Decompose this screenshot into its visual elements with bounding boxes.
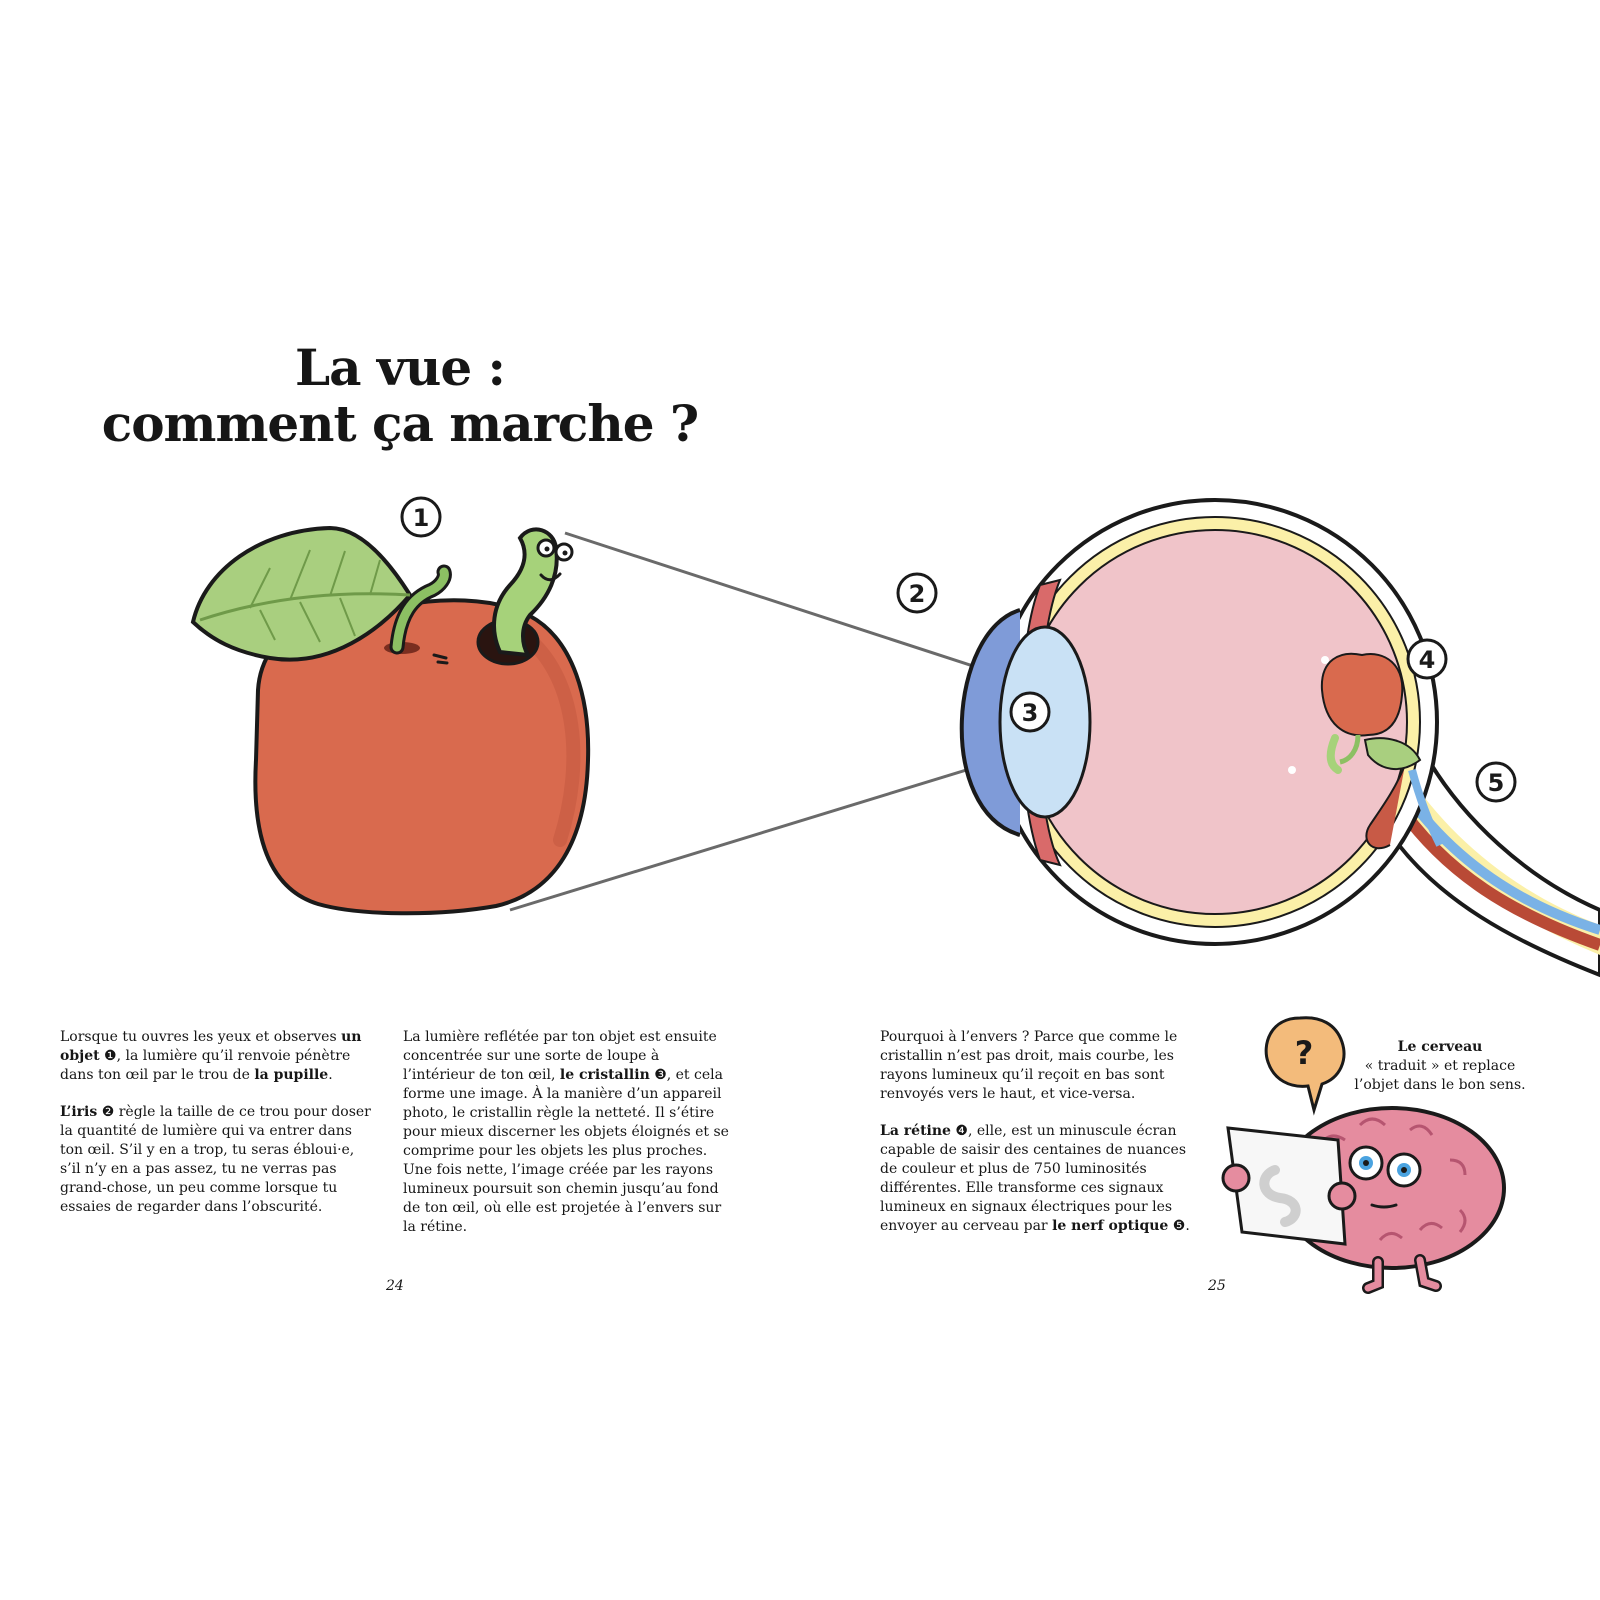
svg-text:4: 4: [1419, 646, 1436, 674]
text-column-2: La lumière reflétée par ton objet est en…: [403, 1028, 733, 1255]
callout-1: 1: [400, 496, 442, 538]
eye-cross-section: [959, 498, 1600, 978]
title-line-2: comment ça marche ?: [101, 394, 699, 453]
brain-character-icon: [1221, 1106, 1506, 1294]
callout-3: 3: [1009, 691, 1051, 733]
callout-2: 2: [896, 572, 938, 614]
col3-paragraph-2: La rétine ❹, elle, est un minuscule écra…: [880, 1123, 1190, 1234]
text-column-3: Pourquoi à l’envers ? Parce que comme le…: [880, 1028, 1190, 1254]
svg-text:2: 2: [909, 580, 926, 608]
svg-text:?: ?: [1295, 1034, 1314, 1072]
svg-text:3: 3: [1022, 699, 1039, 727]
text-column-1: Lorsque tu ouvres les yeux et observes u…: [60, 1028, 376, 1235]
callout-5: 5: [1475, 761, 1517, 803]
svg-text:1: 1: [413, 504, 430, 532]
title-line-1: La vue :: [294, 338, 506, 397]
page-title: La vue : comment ça marche ?: [100, 340, 700, 452]
inverted-apple-image: [1320, 652, 1422, 774]
col1-paragraph-2: L’iris ❷ règle la taille de ce trou pour…: [60, 1104, 371, 1215]
leaf-illustration: [190, 525, 413, 662]
page-number-right: 25: [1208, 1278, 1226, 1294]
brain-caption: Le cerveau « traduit » et replace l’obje…: [1354, 1039, 1526, 1093]
question-bubble-icon: ?: [1264, 1016, 1346, 1116]
svg-text:5: 5: [1488, 769, 1505, 797]
col1-paragraph-1: Lorsque tu ouvres les yeux et observes u…: [60, 1029, 362, 1083]
col3-paragraph-1: Pourquoi à l’envers ? Parce que comme le…: [880, 1029, 1178, 1102]
apple-illustration: [253, 564, 591, 916]
page-number-left: 24: [386, 1278, 404, 1294]
callout-4: 4: [1406, 638, 1448, 680]
col2-paragraph-1: La lumière reflétée par ton objet est en…: [403, 1029, 729, 1235]
worm-illustration: [476, 527, 574, 666]
